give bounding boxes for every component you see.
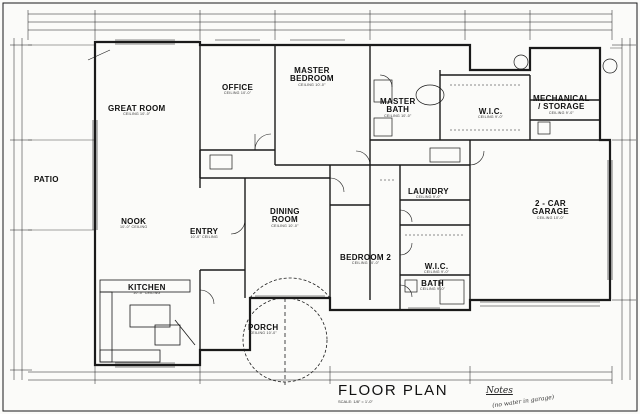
room-porch: PORCH CEILING 10'-0": [248, 323, 279, 336]
room-mechanical-storage: MECHANICAL / STORAGE CEILING 9'-0": [533, 94, 590, 115]
closet-shelves: [380, 84, 520, 236]
room-kitchen: KITCHEN 10'-0" CEILING: [128, 283, 166, 296]
room-great-room: GREAT ROOM CEILING 10'-0": [108, 104, 166, 117]
porch-arc: [242, 277, 331, 385]
room-laundry: LAUNDRY CEILING 9'-0": [408, 187, 449, 200]
interior-walls: [199, 45, 610, 350]
room-bath: BATH CEILING 9'-0": [420, 279, 446, 292]
windows: [92, 39, 613, 368]
bath-fixtures: [209, 54, 618, 305]
room-wic-bedroom: W.I.C. CEILING 9'-0": [424, 262, 450, 275]
exterior-walls: [93, 40, 612, 367]
room-office: OFFICE CEILING 10'-0": [222, 83, 254, 96]
room-wic-master: W.I.C. CEILING 9'-0": [478, 107, 504, 120]
room-nook: NOOK 10'-0" CEILING: [120, 217, 148, 230]
room-entry: ENTRY 10'-0" CEILING: [190, 227, 219, 240]
handwritten-notes-heading: Notes: [486, 386, 513, 396]
garage-door: [480, 301, 600, 307]
dimension-lines-left: [10, 38, 32, 380]
kitchen-counters: [99, 279, 196, 363]
dimension-lines-bottom: [28, 366, 613, 384]
dimension-lines-right: [612, 38, 636, 380]
room-patio: PATIO: [34, 175, 59, 184]
room-dining-room: DINING ROOM CEILING 10'-0": [270, 207, 300, 228]
drawing-title: FLOOR PLAN: [338, 382, 449, 399]
grid-ticks: [28, 44, 622, 231]
room-master-bedroom: MASTER BEDROOM CEILING 10'-0": [290, 66, 334, 87]
room-bedroom-2: BEDROOM 2 CEILING 10'-0": [340, 253, 392, 266]
dimension-lines-top: [27, 10, 613, 40]
room-garage: 2 - CAR GARAGE CEILING 10'-0": [532, 199, 569, 220]
room-master-bath: MASTER BATH CEILING 10'-0": [380, 97, 416, 118]
drawing-scale: SCALE: 1/8" = 1'-0": [338, 399, 373, 404]
